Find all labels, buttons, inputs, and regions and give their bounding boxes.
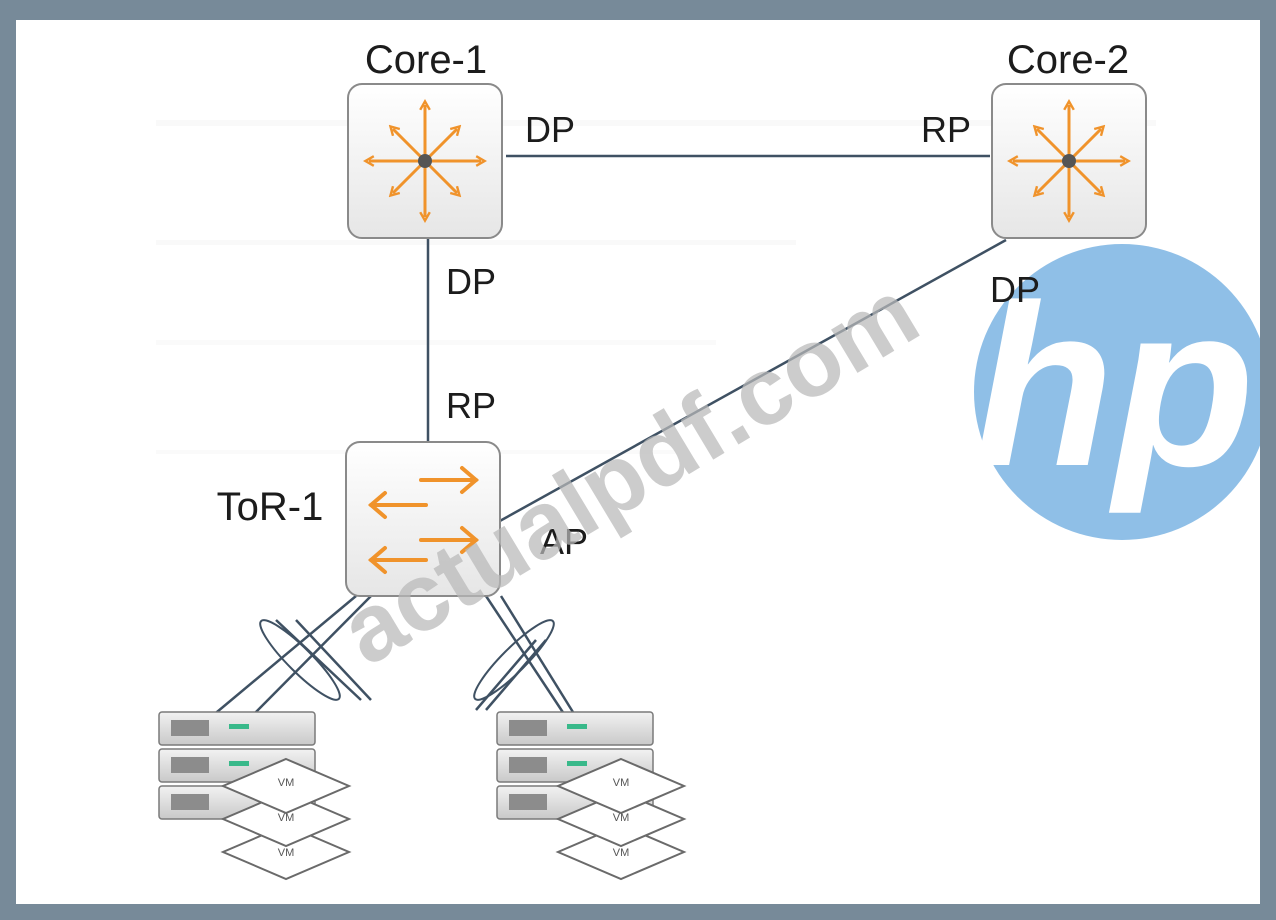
hp-logo: hp [974, 244, 1260, 540]
router-arrows-icon [1006, 98, 1132, 224]
vm-diamond [555, 823, 687, 881]
vm-label: VM [613, 847, 630, 859]
link-core2-tor1 [497, 238, 1007, 524]
vm-stack-left [220, 757, 352, 881]
port-label-core1-to-tor1: DP [446, 261, 496, 302]
lag-ellipses [259, 619, 555, 701]
port-label-tor1-to-core1: RP [446, 385, 496, 426]
core2-device[interactable] [991, 83, 1147, 239]
port-label-core1-to-core2: DP [525, 109, 575, 150]
network-diagram: VM VM VM VM VM VM hp Core-1 Core-2 ToR-1… [156, 38, 1260, 881]
tor1-label: ToR-1 [217, 485, 324, 529]
vm-stack-right [555, 757, 687, 881]
vm-label: VM [613, 777, 630, 789]
port-label-core2-to-core1: RP [921, 109, 971, 150]
core1-label: Core-1 [365, 38, 487, 82]
core2-label: Core-2 [1007, 38, 1129, 82]
router-arrows-icon [362, 98, 488, 224]
port-label-core2-to-tor1: DP [990, 269, 1040, 310]
port-label-tor1-to-core2: AP [540, 521, 588, 562]
core1-device[interactable] [347, 83, 503, 239]
tor1-device[interactable] [345, 441, 501, 597]
hp-logo-text: hp [974, 257, 1255, 514]
vm-label: VM [278, 812, 295, 824]
vm-diamond [220, 757, 352, 815]
vm-label: VM [278, 777, 295, 789]
vm-diamond [220, 790, 352, 848]
switch-arrows-icon [367, 466, 480, 574]
diagram-frame: VM VM VM VM VM VM hp Core-1 Core-2 ToR-1… [16, 20, 1260, 904]
vm-diamond [555, 757, 687, 815]
vm-diamond [555, 790, 687, 848]
vm-label: VM [278, 847, 295, 859]
vm-label: VM [613, 812, 630, 824]
vm-diamond [220, 823, 352, 881]
